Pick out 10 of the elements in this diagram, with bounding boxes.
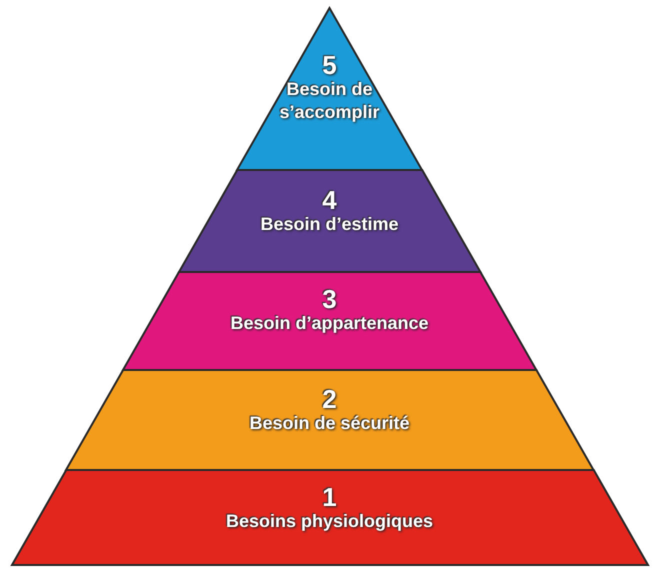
tier-label: Besoin d’estime: [260, 213, 398, 236]
tier-number: 4: [322, 187, 337, 213]
tier-label: Besoin d’appartenance: [230, 312, 429, 335]
tier-number: 3: [322, 286, 337, 312]
tier-number: 2: [322, 386, 337, 412]
tier-label: Besoin de s’accomplir: [279, 78, 380, 124]
tier-number: 1: [322, 484, 337, 510]
tier-label: Besoin de sécurité: [249, 412, 410, 435]
tier-number: 5: [322, 52, 337, 78]
tier-label: Besoins physiologiques: [226, 510, 434, 533]
